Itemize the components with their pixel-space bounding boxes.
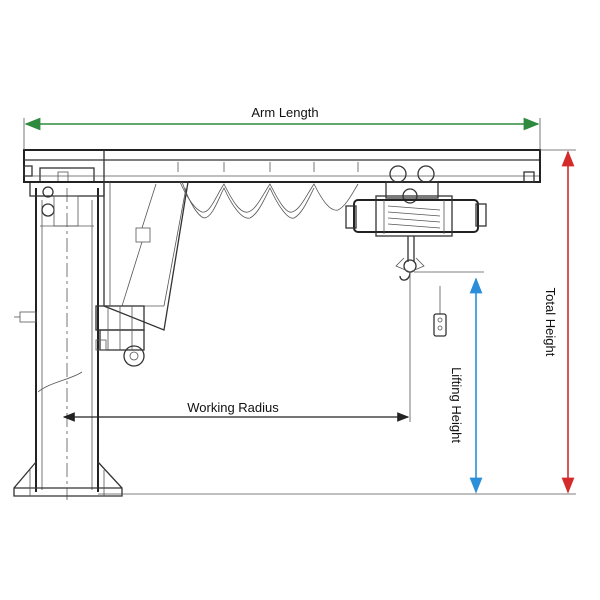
total-height-dimension (540, 149, 576, 494)
lifting-height-dimension (414, 271, 484, 494)
lifting-height-label: Lifting Height (449, 367, 464, 443)
total-height-label: Total Height (543, 288, 558, 357)
arm-length-dimension (23, 117, 541, 150)
pillar-base (13, 461, 123, 497)
slewing-motor (95, 305, 145, 367)
working-radius-dimension (62, 272, 411, 422)
electric-hoist (345, 165, 487, 281)
festoon-cable (179, 181, 359, 219)
pillar (14, 188, 99, 500)
pendant-control (433, 286, 447, 337)
arm-brace (103, 150, 189, 331)
working-radius-label: Working Radius (187, 400, 279, 415)
arm-length-label: Arm Length (251, 105, 318, 120)
jib-arm (23, 149, 541, 183)
